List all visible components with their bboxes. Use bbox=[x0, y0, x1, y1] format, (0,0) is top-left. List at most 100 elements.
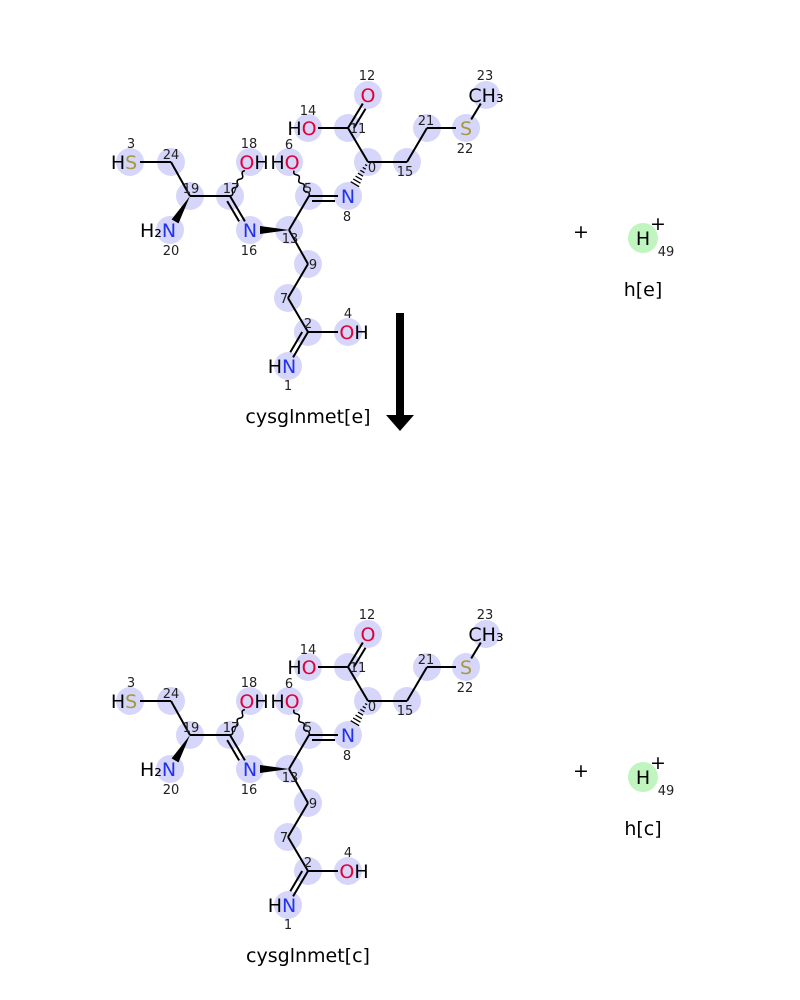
proton-label: H bbox=[636, 228, 650, 250]
atom-index-5: 5 bbox=[304, 182, 312, 197]
atom-index-12: 12 bbox=[359, 69, 376, 84]
atom-index-16: 16 bbox=[241, 783, 258, 798]
atom-label-16: N bbox=[243, 759, 257, 781]
bond-11-12 bbox=[347, 103, 364, 129]
bond-13-9 bbox=[288, 229, 309, 265]
atom-element: N bbox=[341, 725, 355, 747]
atom-element: N bbox=[282, 895, 296, 917]
bond-7-2 bbox=[287, 836, 309, 872]
bond-2-1-second bbox=[289, 331, 304, 353]
atom-index-15: 15 bbox=[397, 704, 414, 719]
atom-label-8: N bbox=[341, 186, 355, 208]
atom-index-24: 24 bbox=[163, 148, 180, 163]
bond-2-1 bbox=[292, 870, 309, 897]
molecule-name-proton: h[c] bbox=[624, 818, 661, 840]
atom-index-11: 11 bbox=[350, 661, 367, 676]
atom-element: CH₃ bbox=[468, 85, 503, 107]
product-side: 0HN12HS3OH45HO67N8911O1213HO1415N1617OH1… bbox=[111, 608, 674, 967]
atom-label-6: HO bbox=[270, 691, 299, 713]
atom-index-14: 14 bbox=[300, 104, 317, 119]
atom-highlight-6 bbox=[275, 687, 303, 715]
hash-line bbox=[362, 705, 367, 709]
bond-13-16-wedge bbox=[260, 765, 289, 773]
bond-7-2 bbox=[287, 297, 309, 333]
atom-index-19: 19 bbox=[183, 721, 200, 736]
atom-highlight-22 bbox=[452, 653, 480, 681]
bond-9-7 bbox=[287, 802, 309, 838]
atom-label-prefix: H bbox=[270, 152, 284, 174]
hash-line bbox=[352, 178, 361, 184]
atom-highlight-14 bbox=[294, 114, 322, 142]
atom-label-20: H₂N bbox=[140, 220, 176, 242]
atom-label-14: HO bbox=[287, 657, 316, 679]
atom-label-1: HN bbox=[268, 895, 297, 917]
atom-label-prefix: H₂ bbox=[140, 759, 162, 781]
bond-24-19 bbox=[170, 700, 191, 736]
hash-line bbox=[360, 708, 365, 713]
bond-15-21 bbox=[406, 666, 428, 702]
atom-highlight-8 bbox=[334, 721, 362, 749]
proton-highlight bbox=[628, 762, 658, 792]
atom-label-prefix: H bbox=[287, 657, 301, 679]
atom-element: O bbox=[285, 691, 300, 713]
atom-highlight-1 bbox=[274, 891, 302, 919]
atom-label-22: S bbox=[460, 657, 472, 679]
proton-charge: + bbox=[650, 752, 666, 774]
reaction-arrow bbox=[386, 313, 414, 431]
atom-index-21: 21 bbox=[418, 114, 435, 129]
bond-17-16 bbox=[229, 734, 246, 761]
atom-label-16: N bbox=[243, 220, 257, 242]
atom-index-13: 13 bbox=[282, 771, 299, 786]
atom-highlight-23 bbox=[472, 620, 500, 648]
bond-2-1 bbox=[292, 331, 309, 358]
atom-index-0: 0 bbox=[368, 700, 376, 715]
atom-element: S bbox=[125, 152, 137, 174]
bond-9-7 bbox=[287, 263, 309, 299]
atom-label-prefix: H₂ bbox=[140, 220, 162, 242]
atom-index-9: 9 bbox=[309, 258, 317, 273]
atom-highlight-18 bbox=[236, 148, 264, 176]
bond-13-5 bbox=[288, 734, 310, 770]
atom-element: O bbox=[361, 85, 376, 107]
atom-index-3: 3 bbox=[127, 137, 135, 152]
atom-label-6: HO bbox=[270, 152, 299, 174]
atom-index-22: 22 bbox=[457, 142, 474, 157]
hash-line bbox=[357, 172, 364, 177]
atom-index-0: 0 bbox=[368, 161, 376, 176]
atom-index-21: 21 bbox=[418, 653, 435, 668]
atom-highlight-12 bbox=[354, 620, 382, 648]
bond-8-0-hash bbox=[350, 703, 368, 727]
atom-index-22: 22 bbox=[457, 681, 474, 696]
atom-label-12: O bbox=[361, 624, 376, 646]
atom-label-3: HS bbox=[111, 691, 137, 713]
atom-label-8: N bbox=[341, 725, 355, 747]
bond-0-11 bbox=[347, 127, 369, 163]
atom-element: N bbox=[243, 220, 257, 242]
atom-label-23: CH₃ bbox=[468, 85, 503, 107]
atom-index-23: 23 bbox=[477, 608, 494, 623]
atom-label-suffix: H bbox=[354, 322, 368, 344]
atom-element: S bbox=[460, 657, 472, 679]
atom-label-4: OH bbox=[339, 861, 368, 883]
atom-label-3: HS bbox=[111, 152, 137, 174]
atom-index-14: 14 bbox=[300, 643, 317, 658]
atom-highlight-14 bbox=[294, 653, 322, 681]
atom-label-4: OH bbox=[339, 322, 368, 344]
bond-22-23 bbox=[470, 642, 482, 659]
proton-highlight bbox=[628, 223, 658, 253]
bond-17-18-wavy bbox=[229, 708, 246, 736]
atom-element: N bbox=[162, 759, 176, 781]
atom-element: O bbox=[361, 624, 376, 646]
atom-element: N bbox=[162, 220, 176, 242]
atom-label-suffix: H bbox=[354, 861, 368, 883]
atom-index-24: 24 bbox=[163, 687, 180, 702]
atom-element: O bbox=[239, 152, 254, 174]
bond-17-18-wavy bbox=[229, 169, 246, 197]
plus-sign: + bbox=[573, 221, 589, 243]
atom-index-4: 4 bbox=[344, 307, 352, 322]
hash-line bbox=[352, 717, 361, 723]
atom-highlight-12 bbox=[354, 81, 382, 109]
atom-index-1: 1 bbox=[284, 379, 292, 394]
atom-index-19: 19 bbox=[183, 182, 200, 197]
